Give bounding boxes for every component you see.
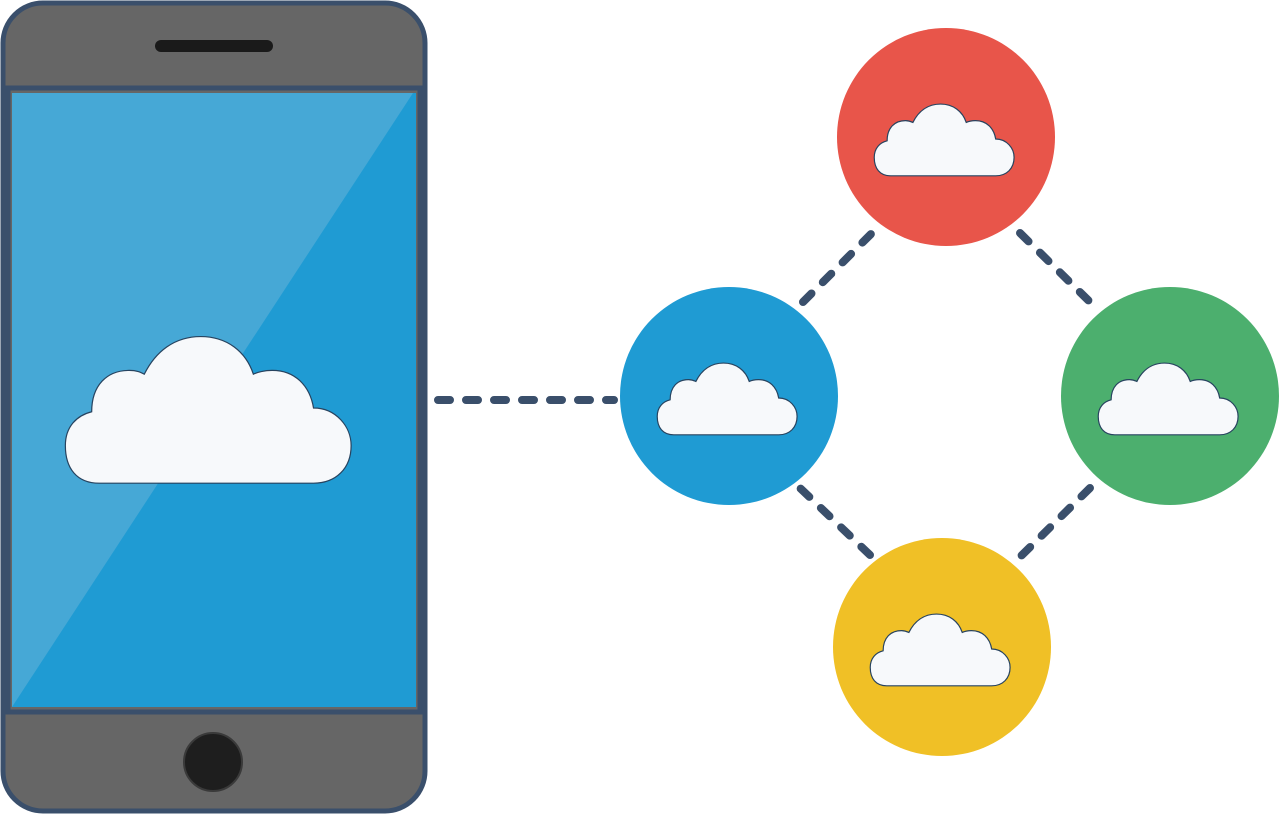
cloud-icon (656, 362, 798, 436)
dashed-connector-right-bottom (1016, 484, 1094, 561)
smartphone (0, 0, 428, 814)
cloud-shape (869, 613, 1011, 687)
speaker-grille (155, 40, 273, 52)
connectors (434, 229, 1094, 561)
cloud-shape (1097, 362, 1239, 436)
cloud-icon (869, 613, 1011, 687)
home-button[interactable] (183, 732, 243, 792)
cloud-node-right (1061, 287, 1279, 505)
dashed-connector-bottom-center (796, 484, 874, 559)
cloud-node-top (837, 28, 1055, 246)
dashed-connector-center-top (799, 229, 876, 306)
cloud-icon (64, 335, 352, 484)
cloud-shape (656, 362, 798, 436)
cloud-shape (873, 103, 1015, 177)
cloud-shape (64, 335, 352, 484)
dashed-connector-top-right (1016, 229, 1094, 306)
cloud-node-bottom (833, 538, 1051, 756)
cloud-node-center (620, 287, 838, 505)
cloud-icon (1097, 362, 1239, 436)
cloud-icon (873, 103, 1015, 177)
